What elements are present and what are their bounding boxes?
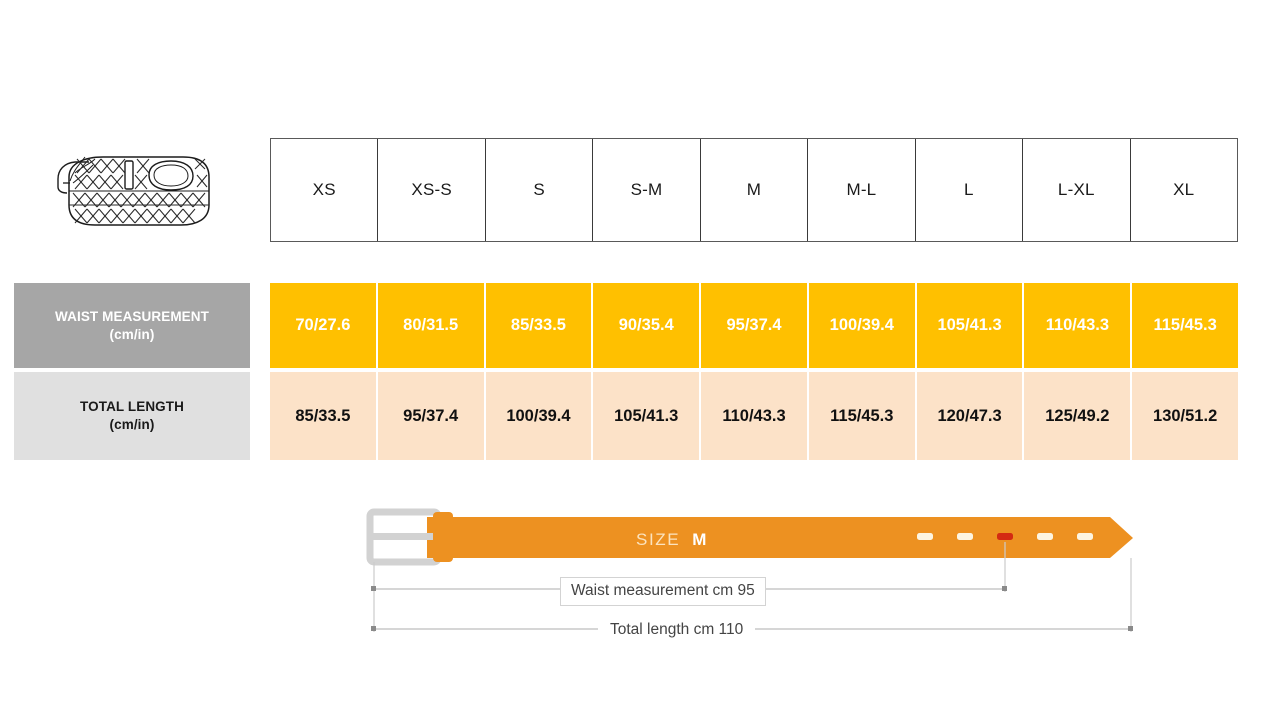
waist-measurement-row-label: WAIST MEASUREMENT (cm/in) bbox=[14, 283, 250, 368]
dimension-endpoints bbox=[371, 586, 1133, 631]
size-header-cell: L bbox=[915, 139, 1024, 241]
length-value-cell: 105/41.3 bbox=[593, 372, 702, 460]
waist-label-unit: (cm/in) bbox=[109, 326, 155, 342]
total-length-dimension-label: Total length cm 110 bbox=[598, 619, 756, 641]
belt-hole bbox=[917, 533, 933, 540]
length-label-unit: (cm/in) bbox=[109, 417, 155, 432]
waist-dimension-label: Waist measurement cm 95 bbox=[560, 577, 766, 606]
size-header-cell: XS-S bbox=[378, 139, 486, 241]
length-value-cell: 110/43.3 bbox=[701, 372, 809, 460]
size-header-cell: L-XL bbox=[1023, 139, 1131, 241]
waist-measurement-values: 70/27.6 80/31.5 85/33.5 90/35.4 95/37.4 … bbox=[270, 283, 1239, 368]
waist-value-cell: 105/41.3 bbox=[916, 283, 1025, 368]
belt-strap bbox=[427, 517, 1133, 558]
length-value-cell: 130/51.2 bbox=[1132, 372, 1239, 460]
waist-value-cell: 115/45.3 bbox=[1132, 283, 1239, 368]
belt-hole bbox=[957, 533, 973, 540]
buckle-prong-bar bbox=[372, 533, 436, 540]
braided-belt-icon bbox=[57, 156, 210, 226]
waist-value-cell: 110/43.3 bbox=[1024, 283, 1133, 368]
size-header-cell: XL bbox=[1130, 139, 1237, 241]
waist-value-cell: 85/33.5 bbox=[485, 283, 594, 368]
length-value-cell: 125/49.2 bbox=[1024, 372, 1133, 460]
length-value-cell: 115/45.3 bbox=[808, 372, 917, 460]
length-label-line1: TOTAL LENGTH bbox=[80, 399, 184, 415]
belt-hole bbox=[1077, 533, 1093, 540]
size-header-table: XS XS-S S S-M M M-L L L-XL XL bbox=[270, 138, 1238, 242]
waist-value-cell: 90/35.4 bbox=[593, 283, 702, 368]
belt-hole-active bbox=[997, 533, 1013, 540]
length-value-cell: 100/39.4 bbox=[485, 372, 594, 460]
belt-keeper-loop bbox=[433, 512, 453, 562]
waist-value-cell: 70/27.6 bbox=[270, 283, 378, 368]
waist-value-cell: 80/31.5 bbox=[377, 283, 486, 368]
length-value-cell: 85/33.5 bbox=[270, 372, 378, 460]
length-value-cell: 95/37.4 bbox=[377, 372, 486, 460]
size-header-cell: M bbox=[700, 139, 809, 241]
waist-value-cell: 95/37.4 bbox=[701, 283, 809, 368]
waist-label-line1: WAIST MEASUREMENT bbox=[55, 308, 209, 324]
size-header-cell: S bbox=[485, 139, 594, 241]
size-header-cell: S-M bbox=[593, 139, 701, 241]
size-header-cell: M-L bbox=[808, 139, 916, 241]
length-value-cell: 120/47.3 bbox=[916, 372, 1025, 460]
waist-value-cell: 100/39.4 bbox=[808, 283, 917, 368]
size-header-cell: XS bbox=[271, 139, 379, 241]
total-length-row-label: TOTAL LENGTH (cm/in) bbox=[14, 372, 250, 460]
total-length-values: 85/33.5 95/37.4 100/39.4 105/41.3 110/43… bbox=[270, 372, 1239, 460]
belt-hole bbox=[1037, 533, 1053, 540]
